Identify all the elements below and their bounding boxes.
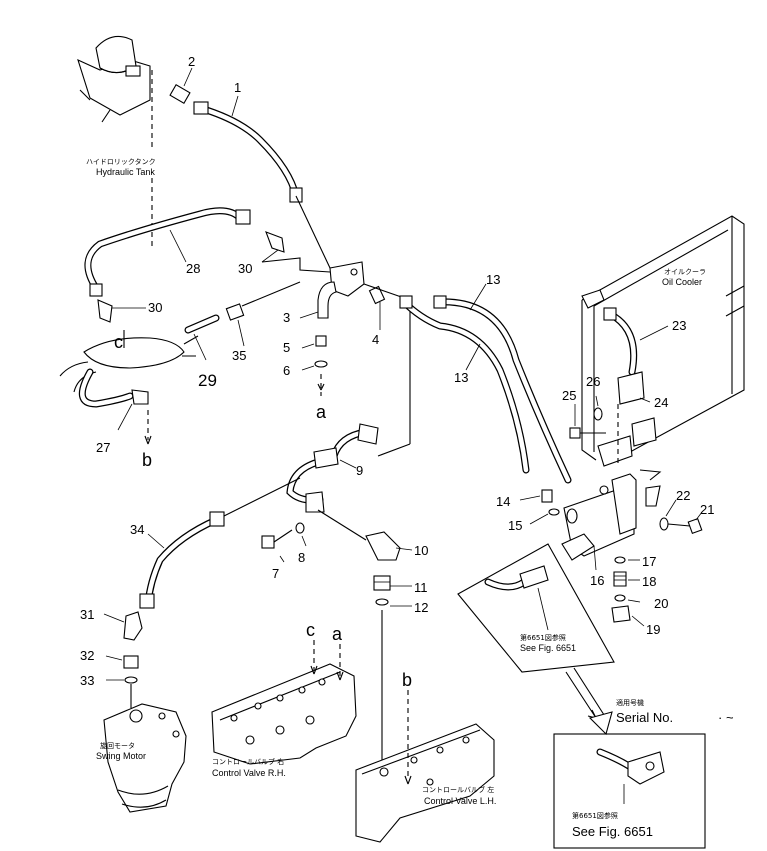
cvl-label-en: Control Valve L.H.	[424, 796, 496, 806]
bracket-tab	[639, 469, 662, 481]
arrow-to-serial	[565, 667, 613, 736]
connection-letter-c-upper: c	[114, 332, 123, 352]
reference-box-2	[553, 733, 706, 849]
ref1-label-jp: 第6651図参照	[520, 633, 566, 642]
control-valve-lh	[355, 690, 495, 843]
part-number-12: 12	[414, 600, 428, 615]
part-number-2: 2	[188, 54, 195, 69]
part-number-3: 3	[283, 310, 290, 325]
part-number-1: 1	[234, 80, 241, 95]
part-number-22: 22	[676, 488, 690, 503]
bolt-25	[569, 404, 606, 439]
part-number-4: 4	[372, 332, 379, 347]
part-number-15: 15	[508, 518, 522, 533]
ref2-label-en: See Fig. 6651	[572, 824, 653, 839]
hose-23	[603, 307, 669, 376]
cvr-label-jp: コントロールバルブ 右	[212, 757, 284, 766]
hose-34	[139, 477, 301, 609]
tank-label-en: Hydraulic Tank	[96, 167, 155, 177]
part-number-9: 9	[356, 463, 363, 478]
elbow-3	[299, 281, 337, 319]
reference-box-1	[457, 543, 615, 673]
adapter-4	[368, 285, 386, 330]
fitting-29	[184, 314, 220, 361]
valve-block-16	[561, 473, 637, 571]
ref2-label-jp: 第6651図参照	[572, 811, 618, 820]
bracket-24	[617, 371, 657, 447]
washer-26	[593, 395, 603, 421]
elbow-10	[317, 509, 413, 561]
elbow-30-lower	[97, 299, 146, 323]
part-number-31: 31	[80, 607, 94, 622]
part-number-28: 28	[186, 261, 200, 276]
part-32-33	[105, 655, 139, 708]
serial-label-jp: 適用号機	[616, 698, 644, 707]
part-number-18: 18	[642, 574, 656, 589]
part-number-14: 14	[496, 494, 510, 509]
part-number-6: 6	[283, 363, 290, 378]
bolt-7-8	[261, 522, 307, 563]
control-valve-rh	[211, 640, 357, 765]
swing-label-jp: 旋回モータ	[100, 741, 135, 750]
fitting-35	[225, 281, 301, 347]
cvr-label-en: Control Valve R.H.	[212, 768, 286, 778]
connection-letter-b-lower: b	[402, 670, 412, 690]
hose-13	[399, 283, 572, 484]
part-number-26: 26	[586, 374, 600, 389]
part-number-24: 24	[654, 395, 668, 410]
oil-cooler	[581, 215, 745, 467]
part-number-5: 5	[283, 340, 290, 355]
cooler-label-en: Oil Cooler	[662, 277, 702, 287]
swing-label-en: Swing Motor	[96, 751, 146, 761]
cluster-c	[59, 330, 199, 445]
part-number-13b: 13	[454, 370, 468, 385]
fittings-17-20	[611, 556, 645, 627]
part-number-21: 21	[700, 502, 714, 517]
adapter-2	[169, 67, 193, 104]
bolt-21-22	[645, 485, 703, 535]
hose-28	[84, 207, 251, 297]
part-number-10: 10	[414, 543, 428, 558]
part-number-23: 23	[672, 318, 686, 333]
cvl-label-jp: コントロールバルブ 左	[422, 785, 494, 794]
part-number-19: 19	[646, 622, 660, 637]
part-number-30b: 30	[148, 300, 162, 315]
hydraulic-tank	[77, 35, 153, 250]
serial-label-tail: · ~	[718, 710, 734, 725]
part-11-12	[373, 575, 412, 772]
connection-letter-c-lower: c	[306, 620, 315, 640]
fitting-14-15	[519, 489, 560, 525]
part-number-7: 7	[272, 566, 279, 581]
part-number-8: 8	[298, 550, 305, 565]
connection-letter-a-upper: a	[316, 402, 327, 422]
connection-letter-a-lower: a	[332, 624, 343, 644]
elbow-30-upper	[261, 231, 285, 263]
part-number-20: 20	[654, 596, 668, 611]
part-number-13a: 13	[486, 272, 500, 287]
part-number-35: 35	[232, 348, 246, 363]
part-number-32: 32	[80, 648, 94, 663]
ref1-label-en: See Fig. 6651	[520, 643, 576, 653]
hose-1	[193, 95, 303, 203]
tank-label-jp: ハイドロリックタンク	[86, 157, 156, 166]
part-number-17: 17	[642, 554, 656, 569]
pipe-line-center-b	[377, 443, 411, 457]
pipe-9	[286, 423, 379, 513]
part-5-6	[301, 335, 328, 396]
part-number-29: 29	[198, 371, 217, 390]
elbow-31	[103, 611, 143, 641]
cooler-label-jp: オイルクーラ	[664, 268, 706, 276]
part-number-34: 34	[130, 522, 144, 537]
part-number-11: 11	[414, 580, 428, 595]
part-number-25: 25	[562, 388, 576, 403]
part-number-33: 33	[80, 673, 94, 688]
connection-letter-b-upper: b	[142, 450, 152, 470]
part-number-30a: 30	[238, 261, 252, 276]
swing-motor	[103, 703, 187, 813]
part-number-16: 16	[590, 573, 604, 588]
serial-label-en: Serial No.	[616, 710, 673, 725]
part-number-27: 27	[96, 440, 110, 455]
